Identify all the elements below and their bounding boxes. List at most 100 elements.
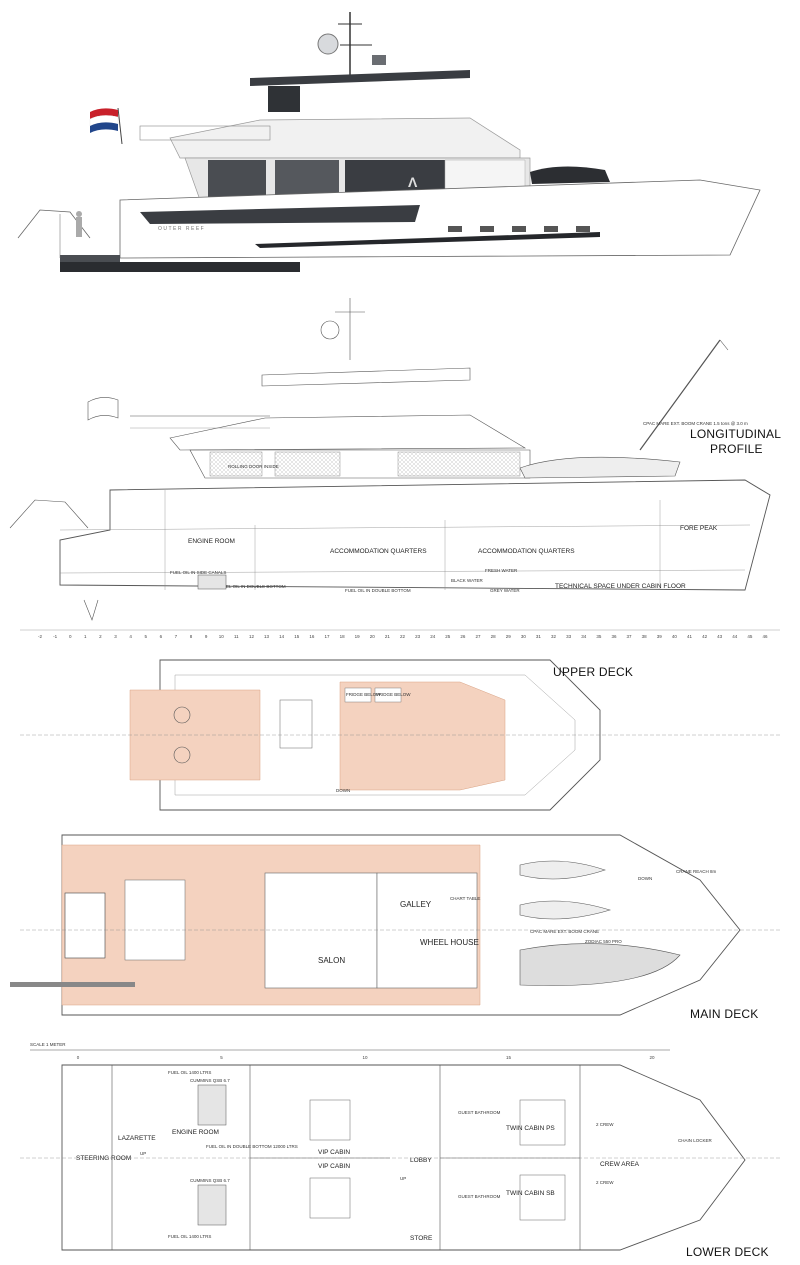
frame-tick-label: 37	[627, 634, 633, 639]
svg-text:GUEST BATHROOM: GUEST BATHROOM	[458, 1194, 501, 1199]
salon-area	[264, 872, 378, 989]
svg-text:FUEL OIL 1400 LTRS: FUEL OIL 1400 LTRS	[168, 1234, 211, 1239]
frame-tick-label: 10	[219, 634, 225, 639]
svg-text:DOWN: DOWN	[336, 788, 350, 793]
frame-tick-label: 32	[551, 634, 557, 639]
longitudinal-profile: ROLLING DOOR INSIDE CPAC MARE EXT. BOOM …	[9, 298, 781, 639]
frame-tick-label: 34	[581, 634, 587, 639]
svg-text:UP: UP	[140, 1151, 146, 1156]
jetski-icon	[519, 900, 612, 920]
frame-tick-label: 16	[309, 634, 315, 639]
svg-text:VIP CABIN: VIP CABIN	[318, 1149, 350, 1156]
frame-tick-label: 11	[234, 634, 239, 639]
person-icon	[76, 211, 82, 237]
svg-text:CHAIN LOCKER: CHAIN LOCKER	[678, 1138, 713, 1143]
main-deck-title: MAIN DECK	[690, 1007, 758, 1021]
flag-icon	[89, 107, 123, 145]
lower-deck-title: LOWER DECK	[686, 1245, 769, 1259]
svg-text:TWIN CABIN SB: TWIN CABIN SB	[506, 1190, 555, 1197]
svg-text:Λ: Λ	[408, 174, 418, 190]
scale-tick-label: 15	[506, 1055, 512, 1060]
hull-name: OUTER REEF	[158, 226, 205, 232]
svg-text:FORE PEAK: FORE PEAK	[680, 525, 718, 532]
frame-tick-label: 43	[717, 634, 723, 639]
scale-bar: SCALE 1 METER 0 5 10 15 20	[30, 1042, 670, 1060]
frame-tick-label: 18	[340, 634, 346, 639]
frame-tick-label: 21	[385, 634, 391, 639]
svg-text:GALLEY: GALLEY	[400, 900, 432, 909]
svg-text:ACCOMMODATION QUARTERS: ACCOMMODATION QUARTERS	[478, 548, 575, 555]
frame-tick-label: 40	[672, 634, 678, 639]
frame-tick-label: 3	[114, 634, 117, 639]
svg-text:2 CREW: 2 CREW	[596, 1122, 614, 1127]
upper-deck-plan: FRIDGE BELOW FRIDGE BELOW DOWN UPPER DEC…	[20, 659, 780, 811]
upper-deck-fwd-teak	[339, 681, 506, 791]
svg-text:ROLLING DOOR INSIDE: ROLLING DOOR INSIDE	[228, 464, 279, 469]
frame-tick-label: 28	[491, 634, 497, 639]
main-deck-plan: GALLEY SALON WHEEL HOUSE CHART TABLE DOW…	[10, 834, 780, 1021]
scale-tick-label: 20	[649, 1055, 655, 1060]
frame-tick-label: 13	[264, 634, 270, 639]
frame-tick-label: 12	[249, 634, 255, 639]
frame-tick-label: 14	[279, 634, 285, 639]
frame-tick-label: 6	[160, 634, 163, 639]
svg-text:FUEL OIL 1400 LTRS: FUEL OIL 1400 LTRS	[168, 1070, 211, 1075]
upper-deck-title: UPPER DECK	[553, 665, 633, 679]
frame-tick-label: 29	[506, 634, 512, 639]
frame-tick-label: 15	[294, 634, 300, 639]
svg-text:TECHNICAL SPACE UNDER CABIN FL: TECHNICAL SPACE UNDER CABIN FLOOR	[555, 583, 686, 590]
frame-tick-label: 46	[762, 634, 768, 639]
frame-tick-label: 20	[370, 634, 376, 639]
frame-tick-label: 36	[611, 634, 617, 639]
scale-tick-label: 10	[362, 1055, 368, 1060]
svg-text:ACCOMMODATION QUARTERS: ACCOMMODATION QUARTERS	[330, 548, 427, 555]
svg-text:FRESH WATER: FRESH WATER	[485, 568, 518, 573]
frame-tick-label: 19	[355, 634, 361, 639]
svg-text:ZODIAC 550 PRO: ZODIAC 550 PRO	[585, 939, 622, 944]
svg-text:FUEL OIL IN DOUBLE BOTTOM 1200: FUEL OIL IN DOUBLE BOTTOM 12000 LTRS	[206, 1144, 298, 1149]
frame-tick-label: 2	[99, 634, 102, 639]
frame-tick-label: 22	[400, 634, 406, 639]
svg-text:STEERING ROOM: STEERING ROOM	[76, 1155, 131, 1162]
frame-tick-label: 45	[747, 634, 753, 639]
svg-text:2 CREW: 2 CREW	[596, 1180, 614, 1185]
frame-tick-label: 27	[476, 634, 482, 639]
yacht-render: Λ OUTER REEF	[17, 12, 761, 272]
frame-tick-label: 9	[205, 634, 208, 639]
svg-text:FRIDGE BELOW: FRIDGE BELOW	[346, 692, 381, 697]
lounger-icon	[173, 746, 191, 764]
frame-tick-label: 24	[430, 634, 436, 639]
svg-text:SCALE 1 METER: SCALE 1 METER	[30, 1042, 66, 1047]
svg-text:DOWN: DOWN	[638, 876, 652, 881]
svg-text:CRANE REACH 8m: CRANE REACH 8m	[676, 869, 717, 874]
frame-tick-label: 38	[642, 634, 648, 639]
svg-text:CREW AREA: CREW AREA	[600, 1161, 640, 1168]
dining-table	[279, 699, 313, 749]
svg-text:VIP CABIN: VIP CABIN	[318, 1163, 350, 1170]
frame-tick-label: -2	[38, 634, 42, 639]
frame-tick-label: 4	[129, 634, 132, 639]
engine-room-label: ENGINE ROOM	[188, 538, 235, 545]
frame-tick-label: 41	[687, 634, 693, 639]
profile-title: LONGITUDINAL	[690, 427, 781, 441]
frame-tick-label: 30	[521, 634, 527, 639]
lower-deck-plan: STEERING ROOM LAZARETTE ENGINE ROOM VIP …	[20, 1064, 780, 1259]
frame-tick-label: 35	[596, 634, 602, 639]
engine-icon	[197, 1084, 227, 1126]
scale-tick-label: 5	[220, 1055, 223, 1060]
svg-text:LAZARETTE: LAZARETTE	[118, 1135, 156, 1142]
frame-tick-label: 8	[190, 634, 193, 639]
berth-icon	[519, 1099, 566, 1146]
svg-text:UP: UP	[400, 1176, 406, 1181]
svg-text:PROFILE: PROFILE	[710, 442, 763, 456]
jetski-icon	[519, 860, 606, 880]
scale-tick-label: 0	[77, 1055, 80, 1060]
svg-text:SALON: SALON	[318, 956, 345, 965]
svg-text:WHEEL HOUSE: WHEEL HOUSE	[420, 938, 479, 947]
lounger-icon	[173, 706, 191, 724]
svg-text:FUEL OIL IN DOUBLE BOTTOM: FUEL OIL IN DOUBLE BOTTOM	[345, 588, 411, 593]
svg-text:CPAC MARE EXT. BOOM CRANE 1.5: CPAC MARE EXT. BOOM CRANE 1.5 tons @ 3.0…	[643, 421, 748, 426]
svg-text:CUMMINS QSB 6.7: CUMMINS QSB 6.7	[190, 1078, 230, 1083]
frame-tick-label: 25	[445, 634, 451, 639]
svg-text:FUEL OIL IN SIDE CANALS: FUEL OIL IN SIDE CANALS	[170, 570, 226, 575]
